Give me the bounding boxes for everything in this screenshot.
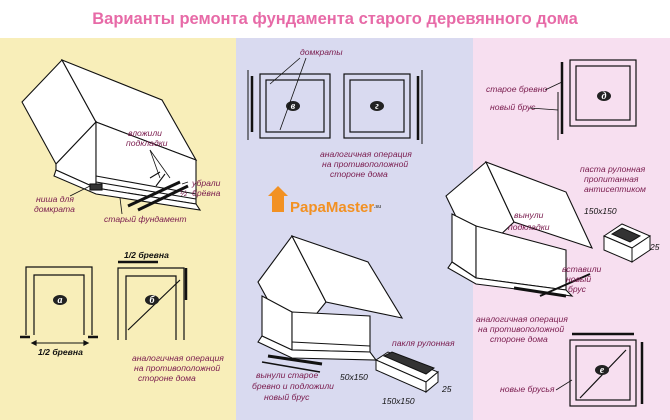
label-vynuli-mid-2: бревно и подложили — [252, 381, 334, 391]
logo-text: PapaMaster — [290, 199, 374, 216]
diagram-d — [557, 59, 637, 140]
label-analog-left-2: на противоположной — [134, 363, 220, 373]
label-ubrali: убрали — [191, 178, 221, 188]
diagram-a-letter: а — [58, 295, 63, 306]
label-vlozhili: вложили — [128, 128, 162, 138]
label-pasta-3: антисептиком — [584, 184, 646, 194]
page-title: Варианты ремонта фундамента старого дере… — [92, 10, 578, 28]
right-top-arrows — [529, 81, 563, 111]
label-half-brevna-top: 1/2 бревна — [124, 250, 169, 260]
dim-25-right: 25 — [649, 242, 660, 252]
label-vynuli-right-2: подкладки — [508, 222, 550, 232]
brus-piece — [374, 351, 439, 394]
label-analog-right-2: на противоположной — [478, 324, 564, 334]
dim-150x150-right: 150x150 — [584, 206, 617, 216]
removed-logs — [127, 171, 189, 212]
label-pasta-1: паста рулонная — [580, 164, 646, 174]
label-novy-brus: новый брус — [490, 102, 536, 112]
label-analog-mid-2: на противоположной — [322, 159, 408, 169]
label-analog-left-3: стороне дома — [138, 373, 196, 383]
label-analog-right-3: стороне дома — [490, 334, 548, 344]
diagram-g — [343, 70, 423, 144]
logo-domain: .su — [374, 204, 381, 210]
diagram-g-badge — [370, 101, 384, 111]
jack-arrows — [269, 57, 307, 131]
house-middle — [257, 234, 404, 361]
label-pasta-2: пропитанная — [584, 174, 639, 184]
diagram-b — [117, 260, 188, 340]
diagram-g-letter: г — [375, 101, 379, 112]
label-analog-right-1: аналогичная операция — [476, 314, 568, 324]
dim-150x150-mid: 150x150 — [382, 396, 415, 406]
label-paklya: пакля рулонная — [392, 338, 455, 348]
label-domkrata: домкрата — [34, 204, 75, 214]
diagram-e-letter: е — [600, 365, 605, 376]
label-half: ½ — [180, 188, 187, 198]
diagram-v — [247, 70, 331, 140]
diagram-e — [569, 332, 644, 407]
arrow-novye-brusya — [555, 379, 573, 391]
label-vstavili-2: новый — [566, 274, 591, 284]
diagram-a-badge — [53, 295, 67, 305]
label-domkraty: домкраты — [300, 47, 343, 57]
label-half-brevna-bottom: 1/2 бревна — [38, 347, 83, 357]
label-novye-brusya: новые брусья — [500, 384, 555, 394]
diagram-b-badge — [145, 295, 159, 305]
left-house-arrows — [69, 149, 189, 215]
right-brus-piece — [602, 223, 652, 263]
label-podkladki: подкладки — [126, 138, 168, 148]
dim-50x150: 50x150 — [340, 372, 368, 382]
house-right — [445, 161, 594, 297]
dim-25-mid: 25 — [441, 384, 452, 394]
label-stary-fundament: старый фундамент — [104, 214, 187, 224]
diagram-v-letter: в — [291, 101, 296, 112]
diagram-d-badge — [597, 91, 611, 101]
label-analog-left-1: аналогичная операция — [132, 353, 224, 363]
diagram-e-badge — [595, 365, 609, 375]
right-log — [513, 273, 591, 298]
diagram-a — [20, 266, 98, 346]
label-vynuli-mid-1: вынули старое — [256, 370, 318, 380]
middle-bottom-log — [261, 354, 323, 373]
papamaster-logo: PapaMaster .su — [268, 186, 381, 216]
label-staroe-brevno: старое бревно — [486, 84, 547, 94]
label-analog-mid-1: аналогичная операция — [320, 149, 412, 159]
middle-panel-bg — [236, 38, 473, 420]
label-analog-mid-3: стороне дома — [330, 169, 388, 179]
label-vynuli-mid-3: новый брус — [264, 392, 310, 402]
diagram-b-letter: б — [150, 295, 156, 306]
label-brevna: брёвна — [192, 188, 221, 198]
label-vstavili-1: вставили — [562, 264, 602, 274]
label-nisha: ниша для — [36, 194, 74, 204]
label-vynuli-right-1: вынули — [514, 210, 544, 220]
house-left — [21, 58, 202, 211]
diagram-d-letter: д — [602, 91, 607, 102]
label-vstavili-3: брус — [568, 284, 587, 294]
